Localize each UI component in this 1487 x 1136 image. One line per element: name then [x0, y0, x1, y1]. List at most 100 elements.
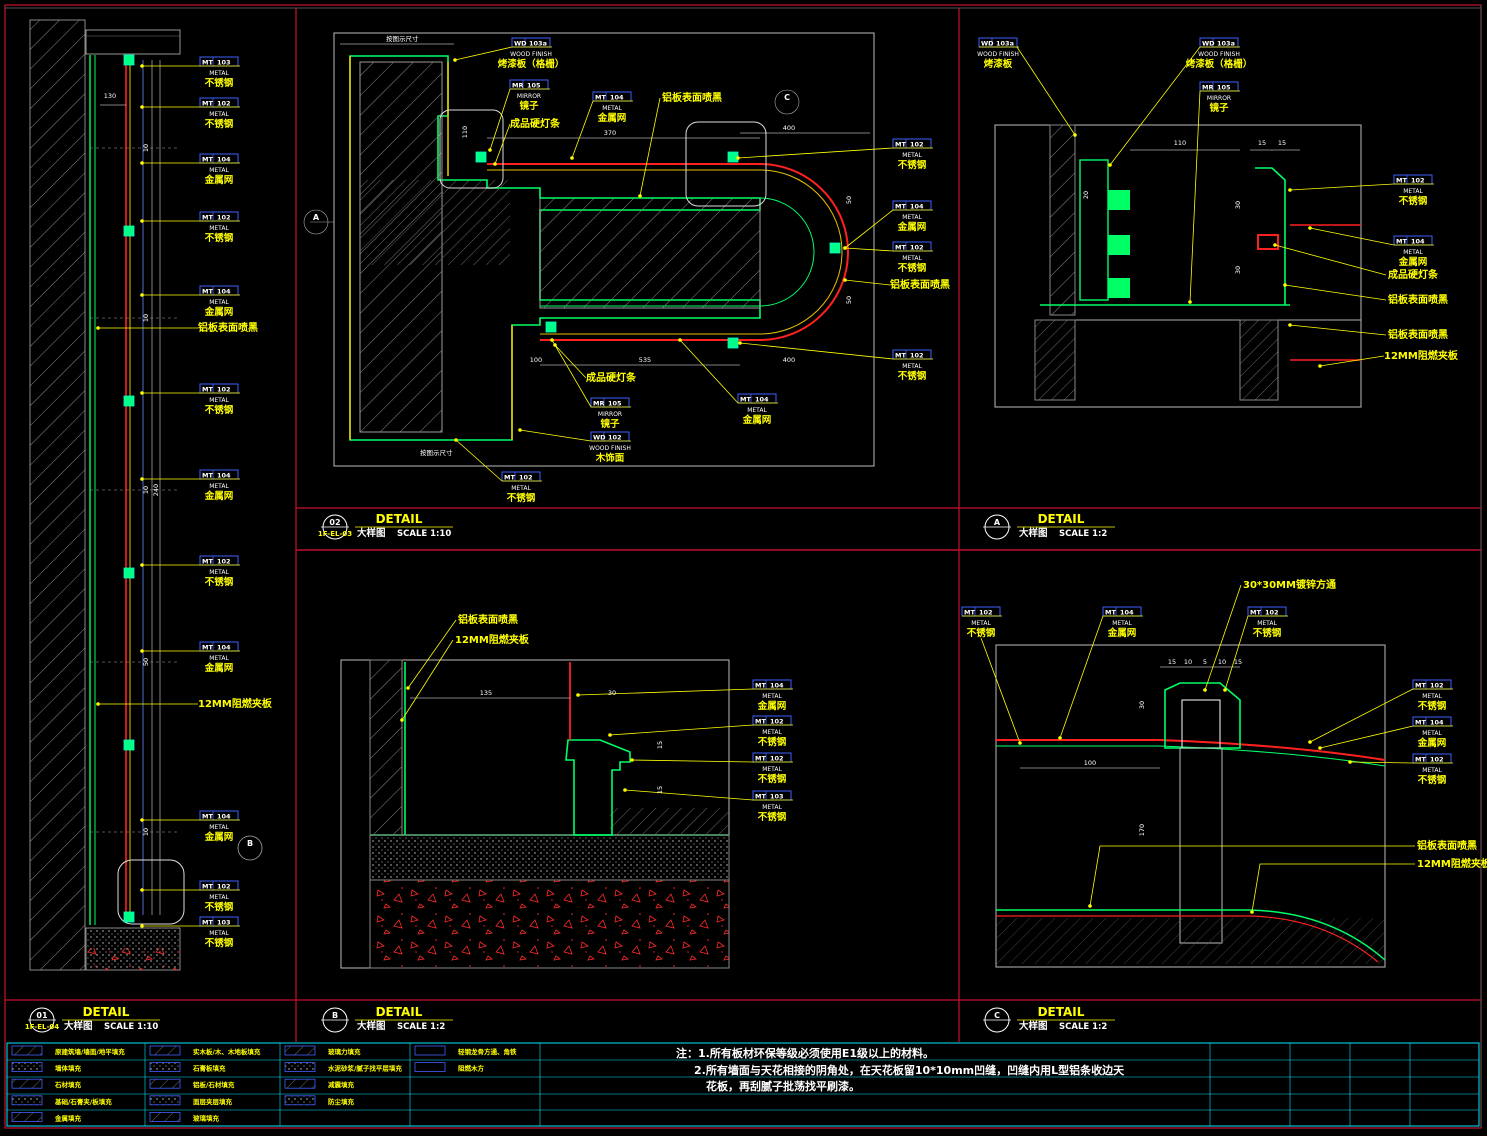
tag-chinese: 金属网: [204, 831, 234, 843]
tag-chinese: 金属网: [742, 414, 772, 426]
tag-english: METAL: [747, 407, 767, 414]
tag-number: 103a: [996, 40, 1014, 48]
tag-number: 102: [979, 609, 993, 617]
leader-line: [609, 724, 754, 736]
leader-dot: [140, 293, 144, 297]
section-marker-A: A: [313, 213, 320, 222]
leader-line: [1284, 284, 1387, 301]
tag-number: 104: [610, 94, 624, 102]
leader-line: [844, 209, 894, 249]
leader-line: [1289, 324, 1387, 336]
tag-english: METAL: [1257, 620, 1277, 627]
ruler-ticks: [5, 5, 1482, 1128]
tag-english: MIRROR: [517, 93, 541, 100]
tag-code: MT: [740, 396, 751, 404]
leader-dot: [570, 156, 574, 160]
leader-line: [577, 688, 754, 696]
leader-line: [489, 88, 511, 151]
tag-chinese: 木饰面: [595, 452, 625, 464]
tag-number: 102: [910, 244, 924, 252]
tag-code: MT: [202, 919, 213, 927]
callout-text: 12MM阻燃夹板: [198, 697, 273, 710]
tag-english: METAL: [209, 167, 229, 174]
tag-chinese: 镜子: [1209, 102, 1229, 114]
tag-chinese: 不锈钢: [758, 773, 787, 785]
b-dim-15b: 15: [656, 786, 664, 794]
leader-dot: [140, 391, 144, 395]
tag-code: MT: [202, 59, 213, 67]
tag-number: 102: [217, 100, 231, 108]
section-marker-bubble: [237, 835, 263, 861]
tag-number: 105: [608, 400, 622, 408]
tag-number: 104: [217, 288, 231, 296]
c-dim-15b: 15: [1234, 658, 1242, 666]
d02-callout-alum-top: 铝板表面喷黑: [638, 91, 722, 198]
leader-dot: [96, 326, 100, 330]
tag-number: 102: [1430, 682, 1444, 690]
tag-number: 102: [770, 755, 784, 763]
leader-line: [1309, 688, 1414, 743]
legend-border: [6, 1042, 1480, 1127]
leader-line: [454, 46, 513, 61]
leader-line: [494, 123, 511, 165]
sheet-frame: [4, 4, 1482, 1129]
detail-02-drawing: [303, 32, 875, 467]
tag-code: MT: [755, 793, 766, 801]
tag-code: MT: [1415, 682, 1426, 690]
tag-chinese: 不锈钢: [1399, 195, 1428, 207]
tag-chinese: 金属网: [204, 174, 234, 186]
legend-label: 轻钢龙骨方通、角铁: [458, 1047, 517, 1056]
tag-english: METAL: [511, 485, 531, 492]
tag-english: METAL: [209, 111, 229, 118]
tag-chinese: 不锈钢: [205, 404, 234, 416]
leader-line: [571, 100, 594, 159]
tag-number: 104: [1411, 238, 1425, 246]
legend-swatch: [149, 1112, 181, 1122]
tag-english: METAL: [902, 363, 922, 370]
tag-chinese: 不锈钢: [1418, 700, 1447, 712]
dimension-lines: [100, 43, 1300, 769]
tag-chinese: 不锈钢: [205, 232, 234, 244]
tag-english: WOOD FINISH: [977, 51, 1019, 58]
d02-dim-50a: 50: [845, 196, 853, 204]
tag-english: METAL: [209, 225, 229, 232]
leader-dot: [140, 161, 144, 165]
c-callout-tube: 30*30MM镀锌方通: [1203, 578, 1336, 692]
tag-chinese: 金属网: [757, 700, 787, 712]
tag-chinese: 不锈钢: [898, 159, 927, 171]
legend-label: 石材填充: [54, 1080, 82, 1089]
tag-code: MT: [1396, 177, 1407, 185]
tag-english: METAL: [1403, 188, 1423, 195]
d01-dim-50: 50: [142, 658, 150, 666]
leader-line: [1016, 46, 1076, 136]
tag-number: 102: [910, 352, 924, 360]
tag-number: 102: [1430, 756, 1444, 764]
tag-number: 103: [217, 59, 231, 67]
d02-size-note-top: 按图示尺寸: [386, 34, 419, 43]
legend-label: 防尘填充: [328, 1097, 355, 1106]
title-scale: SCALE 1:2: [1059, 529, 1107, 539]
tag-number: 104: [770, 682, 784, 690]
leader-dot: [1108, 163, 1112, 167]
callout-text: 12MM阻燃夹板: [455, 633, 530, 646]
tag-number: 102: [217, 386, 231, 394]
d02-dim-535: 535: [639, 356, 651, 364]
tag-number: 103: [770, 793, 784, 801]
tag-number: 104: [755, 396, 769, 404]
tag-chinese: 烤漆板（格栅）: [498, 58, 565, 70]
legend-label: 玻璃填充: [193, 1113, 220, 1122]
leader-dot: [140, 924, 144, 928]
title-number: B: [332, 1011, 338, 1020]
tag-number: 104: [1430, 719, 1444, 727]
leader-line: [1224, 615, 1249, 691]
tag-code: WD: [981, 40, 994, 48]
